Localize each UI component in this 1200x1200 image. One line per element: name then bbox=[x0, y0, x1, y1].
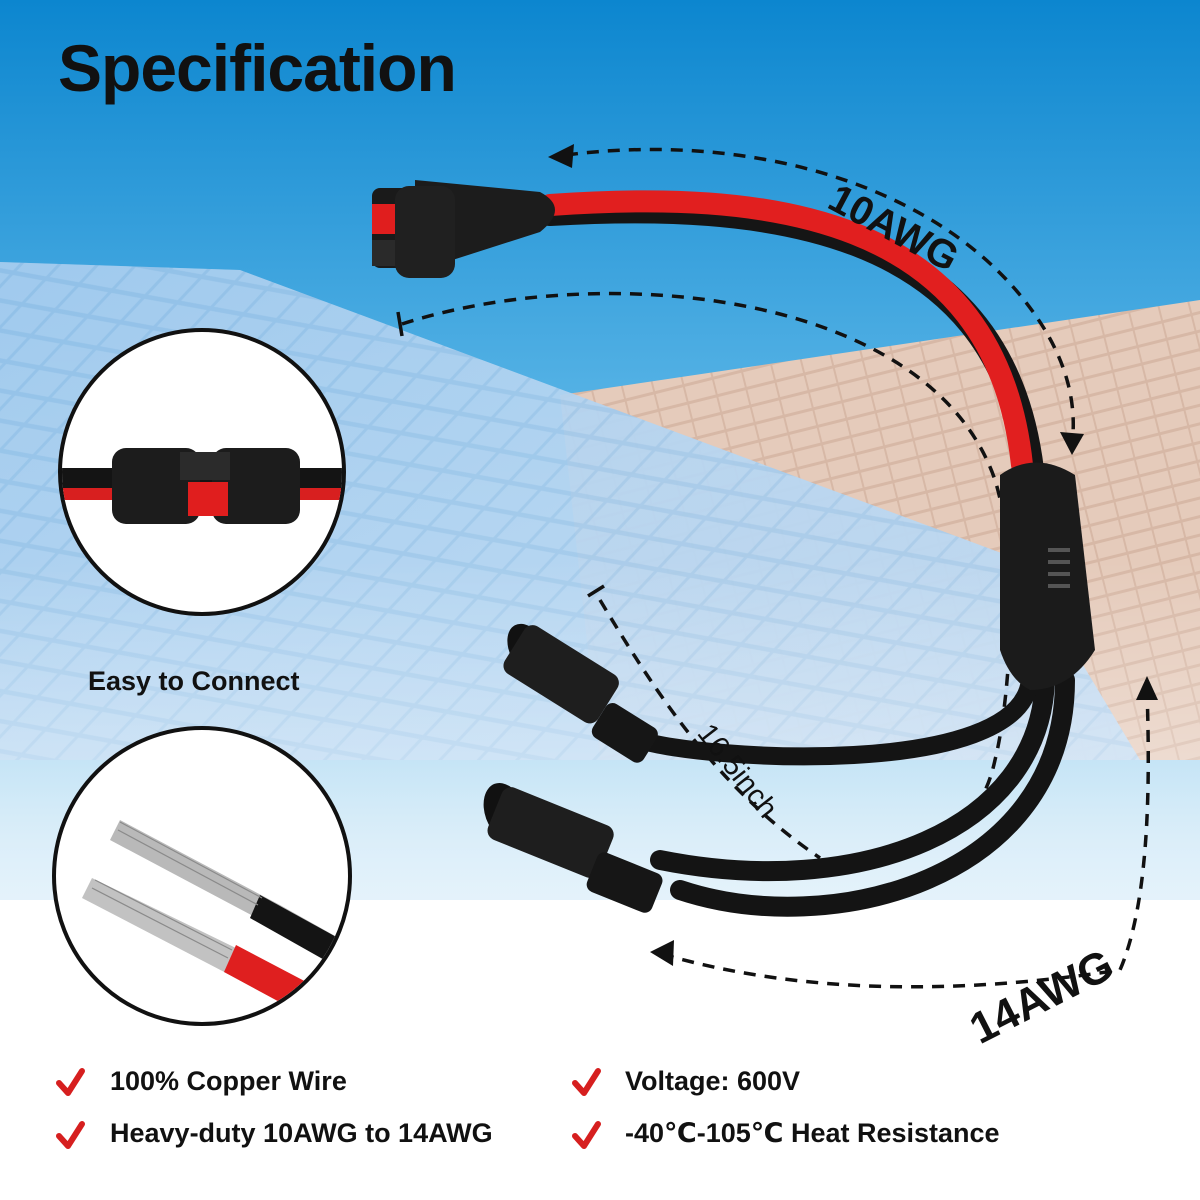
copper-wire-icon bbox=[52, 726, 352, 1026]
cable bbox=[536, 190, 1075, 917]
splitter-housing bbox=[1000, 462, 1095, 690]
page-title: Specification bbox=[58, 31, 457, 105]
feature-item: 100% Copper Wire bbox=[110, 1066, 347, 1097]
callout-caption: Easy to Connect bbox=[88, 666, 300, 696]
arrow-heads bbox=[548, 144, 1158, 966]
feature-text: Heavy-duty 10AWG to 14AWG bbox=[110, 1118, 493, 1148]
check-icon bbox=[572, 1068, 601, 1096]
check-icons bbox=[56, 1068, 601, 1149]
feature-text: -40℃-105℃ Heat Resistance bbox=[625, 1118, 1000, 1148]
feature-item: Voltage: 600V bbox=[625, 1066, 800, 1097]
connector-icon bbox=[372, 180, 555, 278]
feature-text: 100% Copper Wire bbox=[110, 1066, 347, 1096]
connector-callout bbox=[58, 328, 346, 616]
dc-plug-lower bbox=[483, 782, 663, 913]
feature-item: -40℃-105℃ Heat Resistance bbox=[625, 1118, 1000, 1149]
check-icon bbox=[572, 1121, 601, 1149]
feature-text: Voltage: 600V bbox=[625, 1066, 801, 1096]
feature-item: Heavy-duty 10AWG to 14AWG bbox=[110, 1118, 493, 1149]
dc-plug-upper bbox=[503, 623, 658, 763]
check-icon bbox=[56, 1121, 85, 1149]
check-icon bbox=[56, 1068, 85, 1096]
